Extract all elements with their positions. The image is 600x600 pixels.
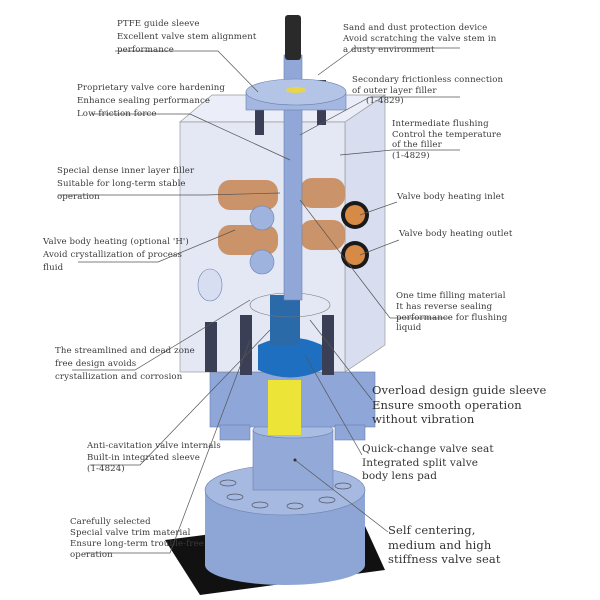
callout-line: without vibration (372, 412, 475, 426)
callout-line: performance for flushing (396, 312, 508, 323)
callout-line: Avoid scratching the valve stem in (343, 34, 497, 44)
callout-line: stiffness valve seat (388, 552, 501, 566)
callout-anti-cavitation: Anti-cavitation valve internals Built-in… (87, 441, 221, 476)
callout-heating-outlet: Valve body heating outlet (399, 228, 512, 241)
callout-line: Quick-change valve seat (362, 443, 494, 455)
callout-sand-dust: Sand and dust protection device Avoid sc… (343, 23, 496, 56)
callout-line: Carefully selected (70, 517, 151, 527)
callout-line: Valve body heating inlet (397, 192, 505, 202)
callout-line: of the filler (392, 140, 442, 150)
callout-line: It has reverse sealing (396, 301, 493, 312)
heating-ports (341, 201, 369, 269)
callout-body-heating: Valve body heating (optional 'H') Avoid … (43, 236, 189, 275)
callout-line: Proprietary valve core hardening (77, 83, 225, 93)
callout-line: (1-4829) (366, 96, 404, 106)
callout-line: Valve body heating outlet (399, 229, 513, 239)
callout-line: Ensure smooth operation (372, 397, 522, 412)
callout-line: Self centering, (388, 523, 476, 537)
callout-line: Control the temperature (392, 129, 502, 140)
callout-line: Valve body heating (optional 'H') (43, 237, 189, 247)
valve-stem (245, 15, 347, 301)
callout-line: operation (70, 550, 113, 560)
callout-line: Secondary frictionless connection (352, 75, 504, 85)
callout-line: body lens pad (362, 470, 438, 482)
callout-line: medium and high (388, 537, 492, 552)
callout-line: liquid (396, 323, 422, 334)
callout-line: a dusty environment (343, 45, 435, 55)
callout-one-time-filling: One time filling material It has reverse… (396, 291, 507, 334)
callout-secondary-connection: Secondary frictionless connection of out… (352, 75, 503, 107)
callout-line: Low friction force (77, 109, 157, 119)
callout-line: crystallization and corrosion (55, 372, 183, 382)
callout-self-centering-seat: Self centering, medium and high stiffnes… (388, 523, 501, 567)
callout-trim-material: Carefully selected Special valve trim ma… (70, 517, 204, 561)
leader-lines (58, 47, 460, 554)
side-ports (197, 205, 275, 302)
callout-line: Excellent valve stem alignment (117, 32, 257, 42)
callout-line: Special dense inner layer filler (57, 166, 195, 176)
callout-line: (1-4824) (87, 464, 125, 474)
callout-intermediate-flushing: Intermediate flushing Control the temper… (392, 119, 501, 161)
valve-seat-yellow (268, 380, 301, 435)
callout-line: Anti-cavitation valve internals (87, 441, 221, 451)
callout-line: PTFE guide sleeve (117, 19, 200, 29)
callout-line: Built-in integrated sleeve (87, 452, 200, 463)
callout-line: of outer layer filler (352, 85, 437, 96)
callout-line: Sand and dust protection device (343, 23, 488, 33)
callout-core-hardening: Proprietary valve core hardening Enhance… (77, 82, 225, 121)
callout-ptfe-guide-sleeve: PTFE guide sleeve Excellent valve stem a… (117, 18, 256, 57)
callout-line: (1-4829) (392, 150, 430, 161)
callout-line: free design avoids (55, 359, 137, 369)
callout-line: Ensure long-term trouble-free (70, 539, 204, 549)
callout-line: operation (57, 192, 100, 202)
callout-line: The streamlined and dead zone (55, 346, 195, 356)
callout-line: Suitable for long-term stable (57, 179, 186, 189)
callout-overload-guide-sleeve: Overload design guide sleeve Ensure smoo… (372, 383, 546, 427)
callout-quick-change-seat: Quick-change valve seat Integrated split… (362, 443, 494, 484)
heating-pipes (218, 178, 345, 255)
callout-heating-inlet: Valve body heating inlet (397, 191, 504, 204)
callout-line: One time filling material (396, 291, 506, 301)
callout-line: Avoid crystallization of process (43, 250, 182, 260)
callout-line: performance (117, 45, 174, 55)
callout-line: Intermediate flushing (392, 119, 489, 129)
callout-line: Integrated split valve (362, 456, 479, 469)
callout-line: Special valve trim material (70, 528, 191, 538)
callout-line: fluid (43, 263, 64, 273)
callout-inner-filler: Special dense inner layer filler Suitabl… (57, 165, 194, 204)
callout-streamlined: The streamlined and dead zone free desig… (55, 345, 195, 384)
valve-trim (249, 292, 331, 378)
callout-line: Enhance sealing performance (77, 96, 211, 106)
callout-line: Overload design guide sleeve (372, 383, 547, 397)
